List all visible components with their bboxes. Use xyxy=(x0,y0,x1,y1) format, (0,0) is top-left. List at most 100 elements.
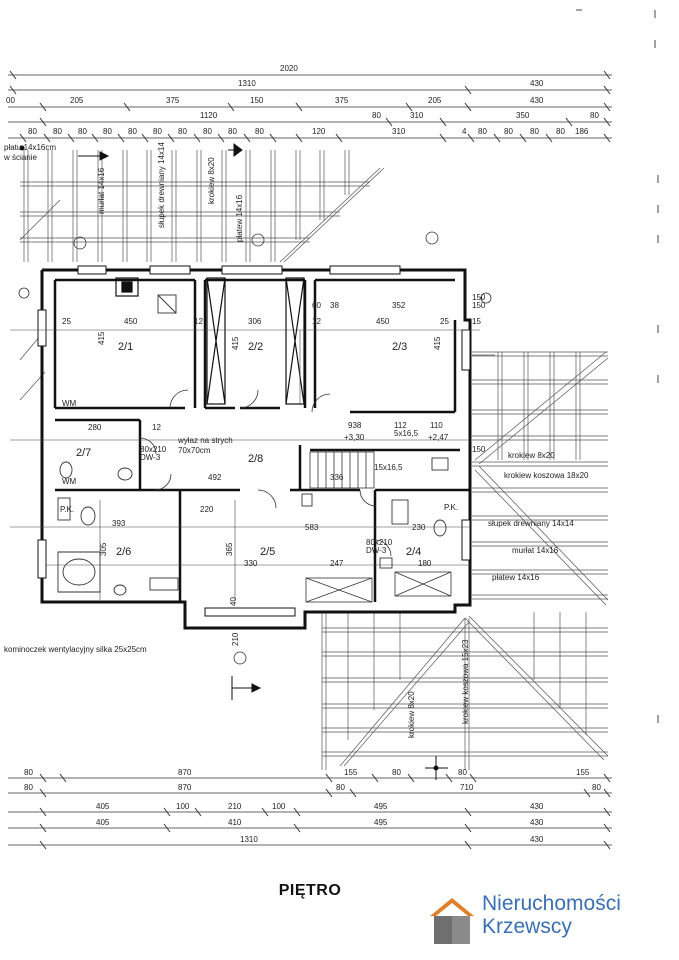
note-door-80x210: 80x210 xyxy=(140,445,167,454)
dim-top-r5-9: 80 xyxy=(255,127,264,136)
dim-top-r3-0: 00 xyxy=(6,96,15,105)
inner-dim-25: 330 xyxy=(244,559,258,568)
note-level-247: +2,47 xyxy=(428,433,449,442)
inner-dim-0: 25 xyxy=(62,317,71,326)
room-label-2-7: 2/7 xyxy=(76,447,91,459)
dim-top-r3-1: 205 xyxy=(70,96,84,105)
section-markers xyxy=(19,143,448,780)
note-wylaz-size: 70x70cm xyxy=(178,446,211,455)
exterior-walls xyxy=(40,268,472,630)
bottom-dimension-values: 80 870 155 80 80 155 80 870 80 710 80 40… xyxy=(24,768,601,844)
inner-dim-31: 150 xyxy=(472,445,486,454)
dim-top-r2-a: 1310 xyxy=(238,79,256,88)
inner-dim-14: 12 xyxy=(152,423,161,432)
vent-shafts xyxy=(115,277,305,405)
room-label-2-8: 2/8 xyxy=(248,453,263,465)
note-wm-b: WM xyxy=(62,477,77,486)
inner-dim-16: 112 xyxy=(394,421,407,430)
dim-bottom-r1-2: 155 xyxy=(344,768,358,777)
roof-rafters-top xyxy=(19,150,385,401)
dim-top-r5-4: 80 xyxy=(128,127,137,136)
inner-dimension-values: 25 450 12 306 12 450 25 15 60 38 352 150… xyxy=(62,293,486,646)
axis-markers xyxy=(18,231,492,665)
dim-top-r2-b: 430 xyxy=(530,79,544,88)
dim-bottom-r2-0: 80 xyxy=(24,783,33,792)
dim-top-r5-14: 80 xyxy=(504,127,513,136)
dim-top-r5-0: 80 xyxy=(28,127,37,136)
note-krokiew-right: krokiew 8x20 xyxy=(508,451,555,460)
door-swings xyxy=(139,389,392,557)
structure-notes: murłat 14x16 słupek drewniany 14x14 krok… xyxy=(3,142,589,738)
inner-dim-22: 583 xyxy=(305,523,319,532)
note-platew-left: płatu 14x16cm xyxy=(4,143,56,152)
note-komin: kominoczek wentylacyjny silka 25x25cm xyxy=(4,645,147,654)
inner-dim-24: 365 xyxy=(225,542,234,556)
inner-dim-2: 12 xyxy=(194,317,203,326)
inner-dim-21: 393 xyxy=(112,519,126,528)
dim-bottom-r4-0: 405 xyxy=(96,818,110,827)
bathroom-fixtures xyxy=(57,294,449,596)
inner-dim-18: 492 xyxy=(208,473,222,482)
dim-top-r3-6: 430 xyxy=(530,96,544,105)
dim-top-r3-2: 375 xyxy=(166,96,180,105)
brand-name-line2: Krzewscy xyxy=(482,915,572,938)
room-label-2-4: 2/4 xyxy=(406,546,421,558)
dim-top-r4-0: 1120 xyxy=(200,111,218,120)
dim-bottom-r4-1: 410 xyxy=(228,818,242,827)
room-2-2-height: 415 xyxy=(231,336,240,350)
dim-bottom-r1-5: 155 xyxy=(576,768,590,777)
bottom-dimension-lines xyxy=(8,773,612,850)
inner-dimension-lines xyxy=(10,329,480,600)
windows xyxy=(37,265,471,617)
inner-dim-26: 247 xyxy=(330,559,344,568)
dim-top-r3-3: 150 xyxy=(250,96,264,105)
inner-dim-4: 12 xyxy=(312,317,321,326)
note-level-330: +3,30 xyxy=(344,433,365,442)
dim-bottom-r5-0: 1310 xyxy=(240,835,258,844)
inner-dim-29: 40 xyxy=(229,597,238,606)
inner-dim-23: 230 xyxy=(412,523,426,532)
note-w-scianie: w ścianie xyxy=(3,153,37,162)
note-platew-right: płatew 14x16 xyxy=(492,573,540,582)
dim-top-r5-1: 80 xyxy=(53,127,62,136)
room-height-dims: 415 415 415 xyxy=(97,331,442,350)
inner-dim-9: 38 xyxy=(330,301,339,310)
dim-top-r5-13: 80 xyxy=(478,127,487,136)
inner-dim-28: 305 xyxy=(99,542,108,556)
note-wylaz: wyłaz na strych xyxy=(177,436,233,445)
inner-dim-7: 15 xyxy=(472,317,481,326)
note-stairs: 15x16,5 xyxy=(374,463,403,472)
room-label-2-6: 2/6 xyxy=(116,546,131,558)
dim-bottom-r1-1: 870 xyxy=(178,768,192,777)
inner-dim-19: 336 xyxy=(330,473,344,482)
dim-top-r5-7: 80 xyxy=(203,127,212,136)
room-labels: 2/1 2/2 2/3 2/4 2/5 2/6 2/7 2/8 xyxy=(76,341,421,558)
room-label-2-1: 2/1 xyxy=(118,341,133,353)
dim-bottom-r3-0: 405 xyxy=(96,802,110,811)
dim-top-r5-15: 80 xyxy=(530,127,539,136)
dim-top-r5-16: 80 xyxy=(556,127,565,136)
inner-dim-3: 306 xyxy=(248,317,262,326)
dim-bottom-r3-4: 495 xyxy=(374,802,388,811)
inner-dim-20: 220 xyxy=(200,505,214,514)
room-label-2-5: 2/5 xyxy=(260,546,275,558)
dim-top-r5-10: 120 xyxy=(312,127,326,136)
note-krokiew-koszowa-bottom: krokiew koszowa 15x23 xyxy=(461,639,470,724)
dim-top-r3-4: 375 xyxy=(335,96,349,105)
stairs xyxy=(305,451,452,603)
dim-bottom-r1-4: 80 xyxy=(458,768,467,777)
dim-top-total: 2020 xyxy=(280,64,298,73)
dim-bottom-r5-1: 430 xyxy=(530,835,544,844)
dim-top-r5-12: 4 xyxy=(462,127,467,136)
dim-top-r5-17: 186 xyxy=(575,127,589,136)
interior-walls xyxy=(53,278,470,602)
dim-bottom-r3-3: 100 xyxy=(272,802,286,811)
dim-bottom-r1-3: 80 xyxy=(392,768,401,777)
dim-bottom-r2-4: 80 xyxy=(592,783,601,792)
roof-rafters-bottom xyxy=(321,612,609,770)
dim-top-r4-4: 80 xyxy=(590,111,599,120)
dim-bottom-r3-2: 210 xyxy=(228,802,242,811)
inner-dim-8: 60 xyxy=(312,301,321,310)
inner-dim-11: 150 xyxy=(472,293,486,302)
